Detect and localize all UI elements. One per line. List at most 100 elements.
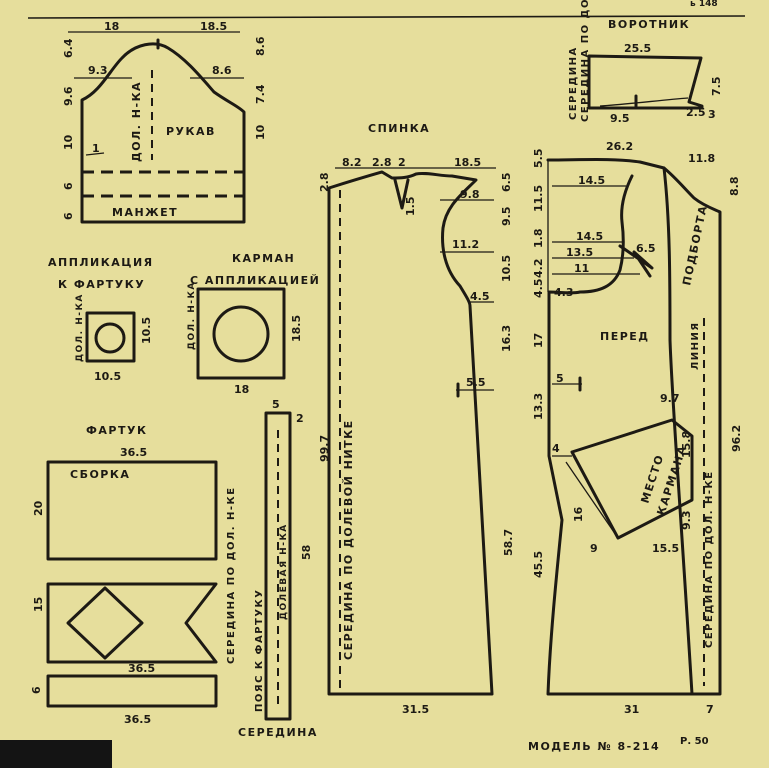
front-dim-4-5: 4.5: [532, 279, 545, 299]
front-dim-4-3: 4.3: [554, 286, 574, 299]
front-dart: [618, 244, 654, 278]
collar-side-label: СЕРЕДИНА ПО ДОЛ. Н-КЕ: [580, 0, 591, 122]
apron-dim-20: 20: [32, 500, 45, 516]
front-dim-5-5: 5.5: [532, 149, 545, 169]
sleeve-cap-outline: [80, 42, 246, 174]
applique-square: [85, 311, 136, 363]
sleeve-dim-9-6: 9.6: [62, 86, 75, 106]
belt-dim-2: 2: [296, 412, 304, 425]
front-dim-1-8: 1.8: [532, 229, 545, 249]
sleeve-dim-6-b: 6: [62, 212, 75, 220]
apron-upper: [46, 460, 218, 561]
pocket-dim-width: 18: [234, 383, 249, 396]
front-dim-9: 9: [590, 542, 598, 555]
sleeve-dim-right: 8.6: [212, 64, 232, 77]
front-dim-31: 31: [624, 703, 639, 716]
back-dim-16-3: 16.3: [500, 325, 513, 352]
back-dim-1-5: 1.5: [404, 197, 417, 217]
collar-dim-2-5: 2.5: [686, 106, 706, 119]
cuff-label: МАНЖЕТ: [112, 206, 178, 219]
apron-dim-top: 36.5: [120, 446, 147, 459]
belt-dim-58: 58: [300, 545, 313, 560]
belt-label: ПОЯС К ФАРТУКУ: [254, 589, 265, 712]
back-piece: СПИНКА СЕРЕДИНА ПО ДОЛЕВОЙ НИТКЕ 8.2 2.8…: [318, 122, 515, 716]
page-number: Р. 50: [680, 736, 709, 747]
top-rule: [27, 15, 746, 19]
apron-side-label: СЕРЕДИНА ПО ДОЛ. Н-КЕ: [226, 486, 237, 664]
front-dim-15-5: 15.5: [652, 542, 679, 555]
front-facing-label: ПОДБОРТА: [680, 204, 710, 287]
back-dim-10-5: 10.5: [500, 255, 513, 282]
sleeve-grain: ДОЛ. Н-КА: [130, 81, 143, 162]
front-dim-14-5-a: 14.5: [578, 174, 605, 187]
sleeve-dim-top-right: 18.5: [200, 20, 227, 33]
apron-middle: [46, 582, 218, 664]
front-dim-11-8: 11.8: [688, 152, 715, 165]
apron-dim-6: 6: [30, 686, 43, 694]
pocket-grain: ДОЛ. Н-КА: [187, 281, 197, 350]
front-dim-15-8: 15.8: [680, 431, 693, 458]
front-dim-13-5: 13.5: [566, 246, 593, 259]
apron-diamond: [66, 586, 144, 660]
belt-piece: 5 2 58 ПОЯС К ФАРТУКУ ДОЛЕВАЯ Н-КА СЕРЕД…: [238, 398, 318, 739]
back-outline: [327, 170, 494, 696]
front-title: ПЕРЕД: [600, 330, 650, 343]
back-dim-2-8-top: 2.8: [372, 156, 392, 169]
sleeve-dim-7-4: 7.4: [254, 84, 267, 104]
applique-piece: АППЛИКАЦИЯ К ФАРТУКУ ДОЛ. Н-КА 10.5 10.5: [48, 256, 153, 383]
front-pocket-place: [570, 418, 694, 540]
sleeve-notch-line: [85, 152, 105, 156]
front-dim-9-7: 9.7: [660, 392, 680, 405]
front-facing-line: [662, 166, 694, 696]
back-dim-9-5: 9.5: [500, 207, 513, 227]
sleeve-dim-top-left: 18: [104, 20, 119, 33]
apron-pieces: ФАРТУК 36.5 СБОРКА 20 15 36.5 СЕРЕДИНА П…: [30, 424, 237, 726]
belt-dim-5: 5: [272, 398, 280, 411]
collar-curve: [599, 97, 689, 107]
pocket-circle: [212, 305, 270, 363]
apron-gather: СБОРКА: [70, 468, 130, 481]
back-title: СПИНКА: [368, 122, 430, 135]
front-dim-9-3: 9.3: [680, 511, 693, 531]
belt-grain: ДОЛЕВАЯ Н-КА: [279, 523, 289, 620]
collar-dim-9-5: 9.5: [610, 112, 630, 125]
back-dim-2-8-side: 2.8: [318, 173, 331, 193]
front-dim-4-2: 4.2: [532, 259, 545, 279]
front-dim-13-3: 13.3: [532, 393, 545, 420]
sleeve-dim-6-4: 6.4: [62, 38, 75, 58]
front-dim-16: 16: [572, 506, 585, 522]
front-dim-8-8: 8.8: [728, 177, 741, 197]
model-number: МОДЕЛЬ № 8-214: [528, 740, 660, 753]
pocket-title-1: КАРМАН: [232, 252, 295, 265]
apron-dim-middle: 36.5: [128, 662, 155, 675]
back-dim-11-2: 11.2: [452, 238, 479, 251]
back-dim-8-2: 8.2: [342, 156, 362, 169]
pocket-square: [196, 287, 286, 380]
front-dim-5: 5: [556, 372, 564, 385]
apron-dim-bottom: 36.5: [124, 713, 151, 726]
sleeve-dim-10-right: 10: [254, 124, 267, 140]
collar-dim-7-5: 7.5: [710, 77, 723, 97]
collar-dim-3: 3: [708, 108, 716, 121]
back-dim-58-7: 58.7: [502, 529, 515, 556]
applique-circle: [94, 322, 126, 354]
collar-dim-25-5: 25.5: [624, 42, 651, 55]
back-dim-99-7: 99.7: [318, 435, 331, 462]
belt-middle: СЕРЕДИНА: [238, 726, 318, 739]
corner-text: ь 148: [690, 0, 718, 9]
back-dim-31-5: 31.5: [402, 703, 429, 716]
pocket-dim-height: 18.5: [290, 315, 303, 342]
front-dim-6-5: 6.5: [636, 242, 656, 255]
front-dim-14-5-b: 14.5: [576, 230, 603, 243]
back-dim-2: 2: [398, 156, 406, 169]
sleeve-title: РУКАВ: [166, 125, 216, 138]
sleeve-dim-1: 1: [92, 142, 100, 155]
applique-dim-width: 10.5: [94, 370, 121, 383]
front-dim-96-2: 96.2: [730, 425, 743, 452]
collar-outline: [587, 54, 704, 110]
front-dim-4: 4: [552, 442, 560, 455]
front-line-label: ЛИНИЯ: [690, 321, 701, 370]
front-dim-7: 7: [706, 703, 714, 716]
back-dim-5-5: 5.5: [466, 376, 486, 389]
